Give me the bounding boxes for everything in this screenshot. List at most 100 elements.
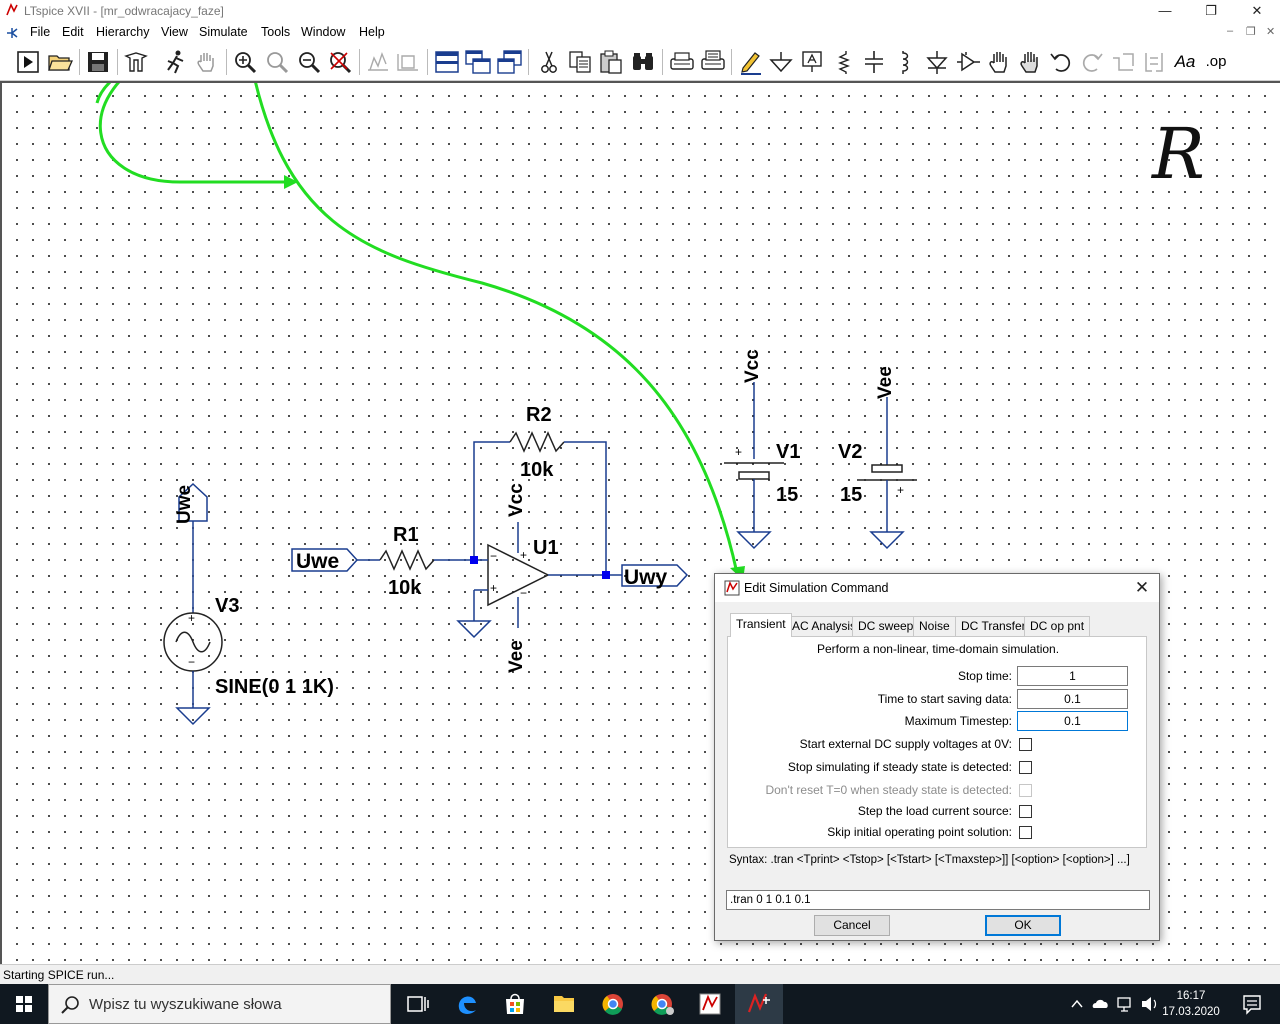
component-name-r2[interactable]: R2 [526,404,552,426]
taskbar-clock[interactable]: 16:17 17.03.2020 [1160,988,1222,1020]
inductor-icon[interactable] [891,48,919,76]
volume-speaker-icon[interactable] [1138,984,1160,1024]
resistor-icon[interactable] [830,48,858,76]
rotate-icon[interactable] [1109,48,1137,76]
menu-simulate[interactable]: Simulate [199,25,248,39]
component-name-r1[interactable]: R1 [393,524,419,546]
menu-file[interactable]: File [30,25,51,39]
ltspice-document-icon[interactable] [686,984,734,1024]
copy-icon[interactable] [566,48,594,76]
cascade-windows-icon[interactable] [464,48,492,76]
step-load-source-checkbox[interactable] [1019,805,1032,818]
drag-hand-icon[interactable] [1016,48,1044,76]
ltspice-app-taskbar-icon[interactable] [735,984,783,1024]
net-label-vcc-supply[interactable]: Vcc [742,349,763,383]
tab-noise[interactable]: Noise [913,616,956,636]
tile-windows-icon[interactable] [433,48,461,76]
dialog-close-button[interactable]: ✕ [1134,578,1150,597]
tab-dc-sweep[interactable]: DC sweep [852,616,920,636]
menu-edit[interactable]: Edit [62,25,84,39]
net-label-uwe-input[interactable]: Uwe [296,550,340,573]
label-net-icon[interactable] [798,48,826,76]
network-icon[interactable] [1114,984,1136,1024]
menu-view[interactable]: View [161,25,188,39]
undo-icon[interactable] [1047,48,1075,76]
task-view-icon[interactable] [394,984,442,1024]
menu-tools[interactable]: Tools [261,25,291,39]
ok-button[interactable]: OK [985,915,1061,936]
steady-state-stop-checkbox[interactable] [1019,761,1032,774]
menu-help[interactable]: Help [359,25,385,39]
print-setup-icon[interactable] [668,48,696,76]
net-label-uwe-source[interactable]: Uwe [174,484,195,524]
paste-icon[interactable] [597,48,625,76]
menu-window[interactable]: Window [301,25,346,39]
chrome-browser-icon[interactable] [589,984,637,1024]
minimize-button[interactable]: — [1158,3,1172,18]
net-label-vee-supply[interactable]: Vee [875,366,896,399]
halt-running-icon[interactable] [161,48,189,76]
mdi-close-button[interactable]: ✕ [1266,26,1276,38]
tab-dc-op-pnt[interactable]: DC op pnt [1024,616,1091,636]
close-all-windows-icon[interactable] [496,48,524,76]
component-value-v1[interactable]: 15 [776,484,799,506]
run-icon[interactable] [14,48,42,76]
notification-center-icon[interactable] [1232,984,1272,1024]
open-icon[interactable] [46,48,74,76]
dialog-titlebar[interactable]: Edit Simulation Command ✕ [715,574,1159,602]
mirror-icon[interactable] [1140,48,1168,76]
net-label-uwy-output[interactable]: Uwy [624,566,668,589]
component-name-v3[interactable]: V3 [215,595,240,617]
windows-start-icon[interactable] [0,984,48,1024]
component-name-u1[interactable]: U1 [533,537,559,559]
tab-dc-transfer[interactable]: DC Transfer [955,616,1032,636]
zoom-in-icon[interactable] [231,48,259,76]
edge-browser-icon[interactable] [443,984,491,1024]
diode-icon[interactable] [923,48,951,76]
dc-supply-zero-checkbox[interactable] [1019,738,1032,751]
move-hand-icon[interactable] [985,48,1013,76]
skip-op-point-checkbox[interactable] [1019,826,1032,839]
taskbar-search[interactable]: Wpisz tu wyszukiwane słowa [48,984,391,1024]
zoom-fit-icon[interactable] [326,48,354,76]
zoom-out-icon[interactable] [295,48,323,76]
autorange-horizontal-icon[interactable] [394,48,422,76]
menu-hierarchy[interactable]: Hierarchy [96,25,150,39]
tab-transient[interactable]: Transient [730,613,792,637]
spice-directive-icon[interactable]: .op [1205,53,1227,70]
text-icon[interactable]: Aa [1174,52,1196,71]
max-timestep-input[interactable] [1017,711,1128,731]
zoom-area-icon[interactable] [263,48,291,76]
mdi-minimize-button[interactable]: – [1227,25,1234,37]
start-saving-input[interactable] [1017,689,1128,709]
stop-time-input[interactable] [1017,666,1128,686]
redo-icon[interactable] [1078,48,1106,76]
store-icon[interactable] [491,984,539,1024]
tray-chevron-up-icon[interactable] [1068,984,1086,1024]
component-value-r2[interactable]: 10k [520,459,554,481]
print-icon[interactable] [699,48,727,76]
component-icon[interactable] [954,48,982,76]
component-name-v1[interactable]: V1 [776,441,801,463]
chrome-profile-icon[interactable] [638,984,686,1024]
close-button[interactable]: ✕ [1251,3,1263,18]
component-value-v2[interactable]: 15 [840,484,863,506]
component-name-v2[interactable]: V2 [838,441,863,463]
command-line-input[interactable] [726,890,1150,910]
component-value-v3[interactable]: SINE(0 1 1K) [215,676,334,698]
onedrive-cloud-icon[interactable] [1090,984,1112,1024]
pan-hand-icon[interactable] [193,48,221,76]
mdi-restore-button[interactable]: ❐ [1246,26,1256,38]
ground-icon[interactable] [767,48,795,76]
component-value-r1[interactable]: 10k [388,577,422,599]
cancel-button[interactable]: Cancel [814,915,890,936]
control-panel-icon[interactable] [122,48,150,76]
find-binoculars-icon[interactable] [629,48,657,76]
net-label-vee-opamp[interactable]: Vee [506,640,527,673]
draw-wire-pencil-icon[interactable] [737,48,765,76]
net-label-vcc-opamp[interactable]: Vcc [506,483,527,517]
tab-ac-analysis[interactable]: AC Analysis [786,616,863,636]
autorange-vertical-icon[interactable] [364,48,392,76]
file-explorer-icon[interactable] [540,984,588,1024]
cut-icon[interactable] [535,48,563,76]
